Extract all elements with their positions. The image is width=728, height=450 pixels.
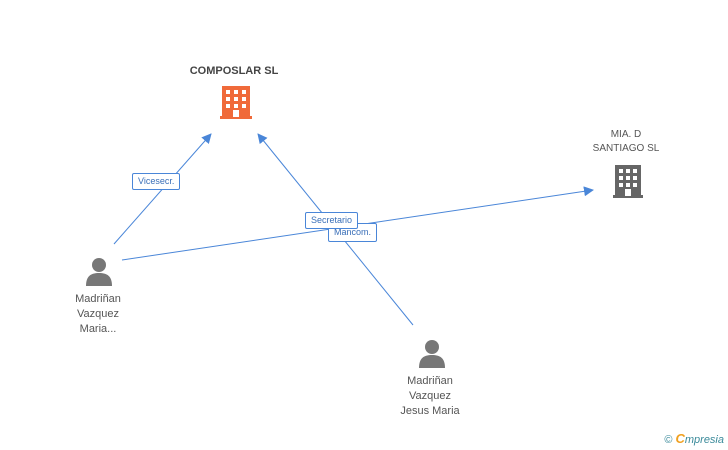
brand-initial: C (675, 431, 685, 446)
person-label-line: Madriñan (407, 375, 453, 387)
company-label-line: MIA. D (610, 129, 642, 140)
person-label-line: Vazquez (409, 390, 451, 402)
person-label-maria[interactable]: Madriñan Vazquez Maria... (48, 292, 148, 337)
company-label-mia[interactable]: MIA. D SANTIAGO SL (566, 128, 686, 156)
person-icon[interactable] (86, 258, 112, 286)
person-label-jesus[interactable]: Madriñan Vazquez Jesus Maria (380, 374, 480, 419)
person-icon[interactable] (419, 340, 445, 368)
person-label-line: Maria... (79, 323, 117, 335)
edge-label-secretario: Secretario (305, 212, 359, 229)
building-icon[interactable] (613, 165, 643, 198)
company-label-line: SANTIAGO SL (592, 143, 660, 154)
person-label-line: Vazquez (77, 308, 119, 320)
edge-label-vicesecr: Vicesecr. (132, 173, 181, 190)
brand-name: mpresia (684, 434, 724, 446)
brand-watermark: © Cmpresia (664, 431, 724, 446)
person-label-line: Madriñan (75, 293, 121, 305)
person-label-line: Jesus Maria (400, 405, 460, 417)
building-icon[interactable] (220, 86, 252, 119)
copyright-icon: © (664, 434, 673, 446)
company-label-composlar[interactable]: COMPOSLAR SL (189, 65, 279, 77)
